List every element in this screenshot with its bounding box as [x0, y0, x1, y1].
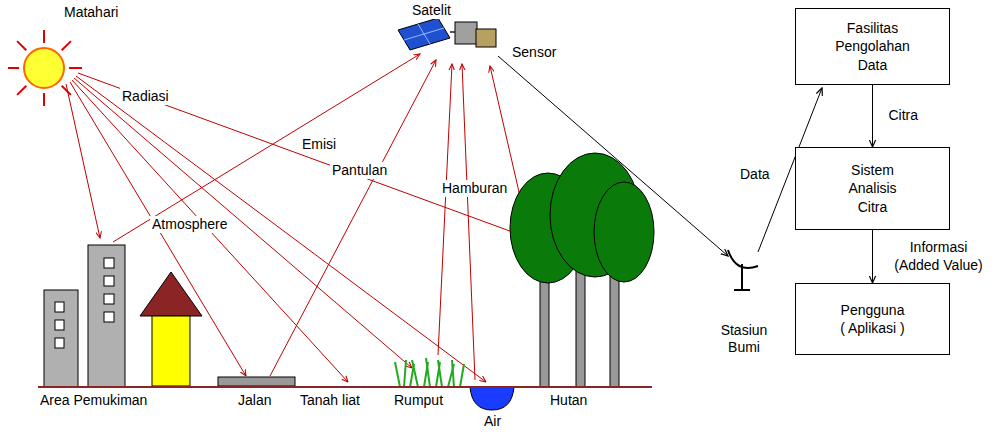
ground-line — [38, 386, 652, 388]
diagram-label: Jalan — [236, 392, 273, 409]
ground-station-dish — [728, 250, 758, 290]
buildings — [104, 294, 114, 304]
diagram-label: Area Pemukiman — [38, 392, 149, 409]
grass — [404, 360, 406, 387]
box-text: Fasilitas Pengolahan Data — [833, 19, 913, 74]
sun-rays — [17, 41, 26, 50]
diagram-label: Tanah liat — [298, 392, 362, 409]
radiation-rays — [78, 73, 518, 234]
grass — [460, 364, 464, 387]
sun-rays — [62, 41, 71, 50]
buildings — [44, 290, 78, 387]
diagram-label: Stasiun Bumi — [707, 322, 781, 356]
diagram-label: Radiasi — [120, 88, 171, 105]
grass — [426, 358, 430, 387]
sun-rays — [43, 30, 45, 43]
radiation-rays — [76, 76, 486, 382]
buildings — [55, 302, 64, 312]
flow-arrow — [872, 230, 873, 283]
satellite — [476, 29, 496, 47]
diagram-label: Matahari — [62, 4, 120, 21]
diagram-label: Emisi — [300, 136, 338, 153]
ground-station-dish — [734, 289, 750, 291]
forest — [510, 153, 654, 387]
buildings — [152, 316, 190, 386]
reflected-rays — [113, 54, 420, 242]
grass — [395, 358, 464, 387]
sun-rays — [43, 93, 45, 106]
reflected-rays — [462, 64, 475, 380]
edge-label: Citra — [887, 107, 921, 125]
water — [470, 387, 514, 410]
sun — [24, 48, 64, 88]
diagram-label: Atmosphere — [150, 216, 229, 233]
grass — [452, 360, 454, 387]
buildings — [55, 320, 64, 330]
buildings — [88, 245, 125, 387]
diagram-label: Air — [482, 413, 503, 430]
radiation-rays — [66, 84, 100, 238]
reflected-rays — [270, 60, 436, 376]
diagram-label: Rumput — [392, 392, 445, 409]
road — [218, 377, 295, 386]
buildings — [140, 272, 202, 316]
satellite — [398, 18, 496, 50]
satellite — [398, 18, 450, 50]
forest — [594, 182, 654, 282]
satellite — [455, 22, 477, 44]
process-box: Sistem Analisis Citra — [795, 147, 950, 230]
sun-rays — [8, 67, 19, 69]
buildings — [104, 258, 114, 268]
diagram-label: Sensor — [510, 44, 558, 61]
diagram-label: Hutan — [548, 392, 589, 409]
diagram-label: Hamburan — [440, 180, 509, 197]
edge-label: Informasi (Added Value) — [887, 239, 991, 274]
buildings — [104, 276, 114, 286]
buildings — [55, 338, 64, 348]
diagram-label: Satelit — [410, 2, 453, 19]
forest — [540, 270, 549, 387]
diagram-label: Pantulan — [330, 162, 389, 179]
radiation-rays — [66, 73, 518, 382]
satellite — [404, 28, 444, 40]
buildings — [104, 312, 114, 322]
flow-arrow — [872, 85, 873, 147]
grass — [395, 362, 400, 387]
sun-rays — [17, 86, 26, 95]
process-box: Fasilitas Pengolahan Data — [795, 8, 950, 85]
process-box: Pengguna ( Aplikasi ) — [795, 283, 950, 355]
sun-rays — [69, 67, 82, 69]
grass — [412, 360, 418, 387]
ground-station-dish — [741, 264, 743, 290]
buildings — [44, 245, 202, 387]
box-text: Sistem Analisis Citra — [838, 161, 908, 216]
reflected-rays — [438, 64, 452, 355]
diagram-label: Data — [738, 166, 772, 183]
box-text: Pengguna ( Aplikasi ) — [838, 301, 908, 337]
forest — [576, 270, 585, 387]
sun-rays — [8, 30, 82, 106]
grass — [438, 360, 442, 387]
forest — [610, 270, 619, 387]
